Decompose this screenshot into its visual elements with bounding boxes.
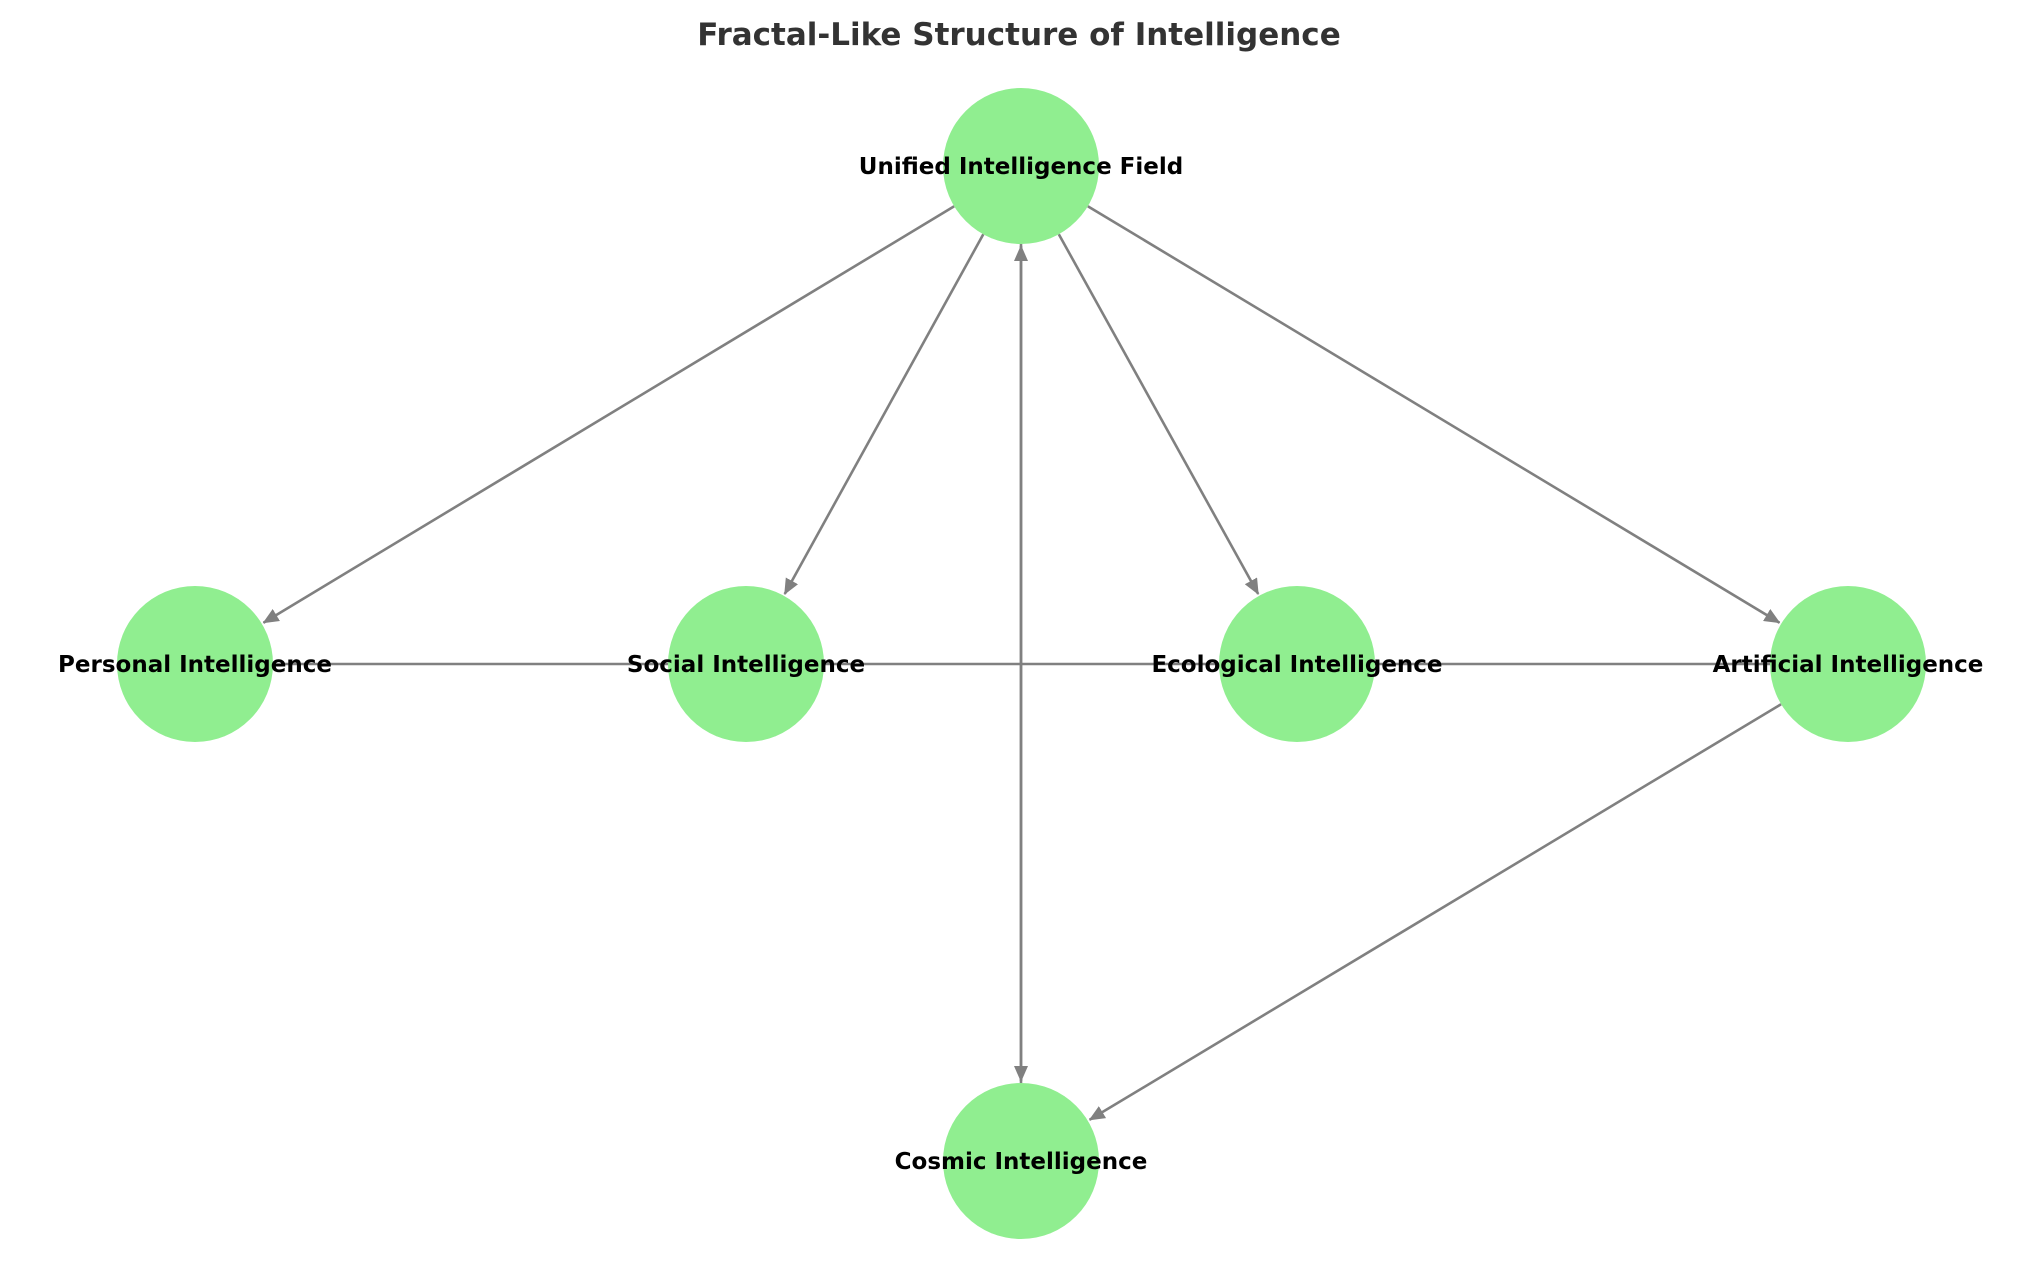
node-ecological (1219, 586, 1375, 742)
nodes-layer (117, 88, 1926, 1239)
node-cosmic (943, 1083, 1099, 1239)
edges-layer (195, 205, 1848, 1121)
node-label-ecological: Ecological Intelligence (1151, 652, 1442, 678)
node-personal (117, 586, 273, 742)
diagram-title: Fractal-Like Structure of Intelligence (697, 17, 1340, 53)
node-label-cosmic: Cosmic Intelligence (895, 1149, 1148, 1175)
node-label-personal: Personal Intelligence (58, 652, 332, 678)
node-label-artificial: Artificial Intelligence (1713, 652, 1984, 678)
node-unified (943, 88, 1099, 244)
node-social (668, 586, 824, 742)
node-label-social: Social Intelligence (627, 652, 865, 678)
node-artificial (1770, 586, 1926, 742)
edge-artificial-to-cosmic (1088, 703, 1782, 1121)
edge-unified-to-ecological (1057, 233, 1260, 595)
edge-unified-to-artificial (1087, 205, 1781, 624)
node-label-unified: Unified Intelligence Field (859, 154, 1183, 180)
edge-unified-to-social (783, 233, 985, 595)
edge-unified-to-personal (262, 205, 955, 624)
